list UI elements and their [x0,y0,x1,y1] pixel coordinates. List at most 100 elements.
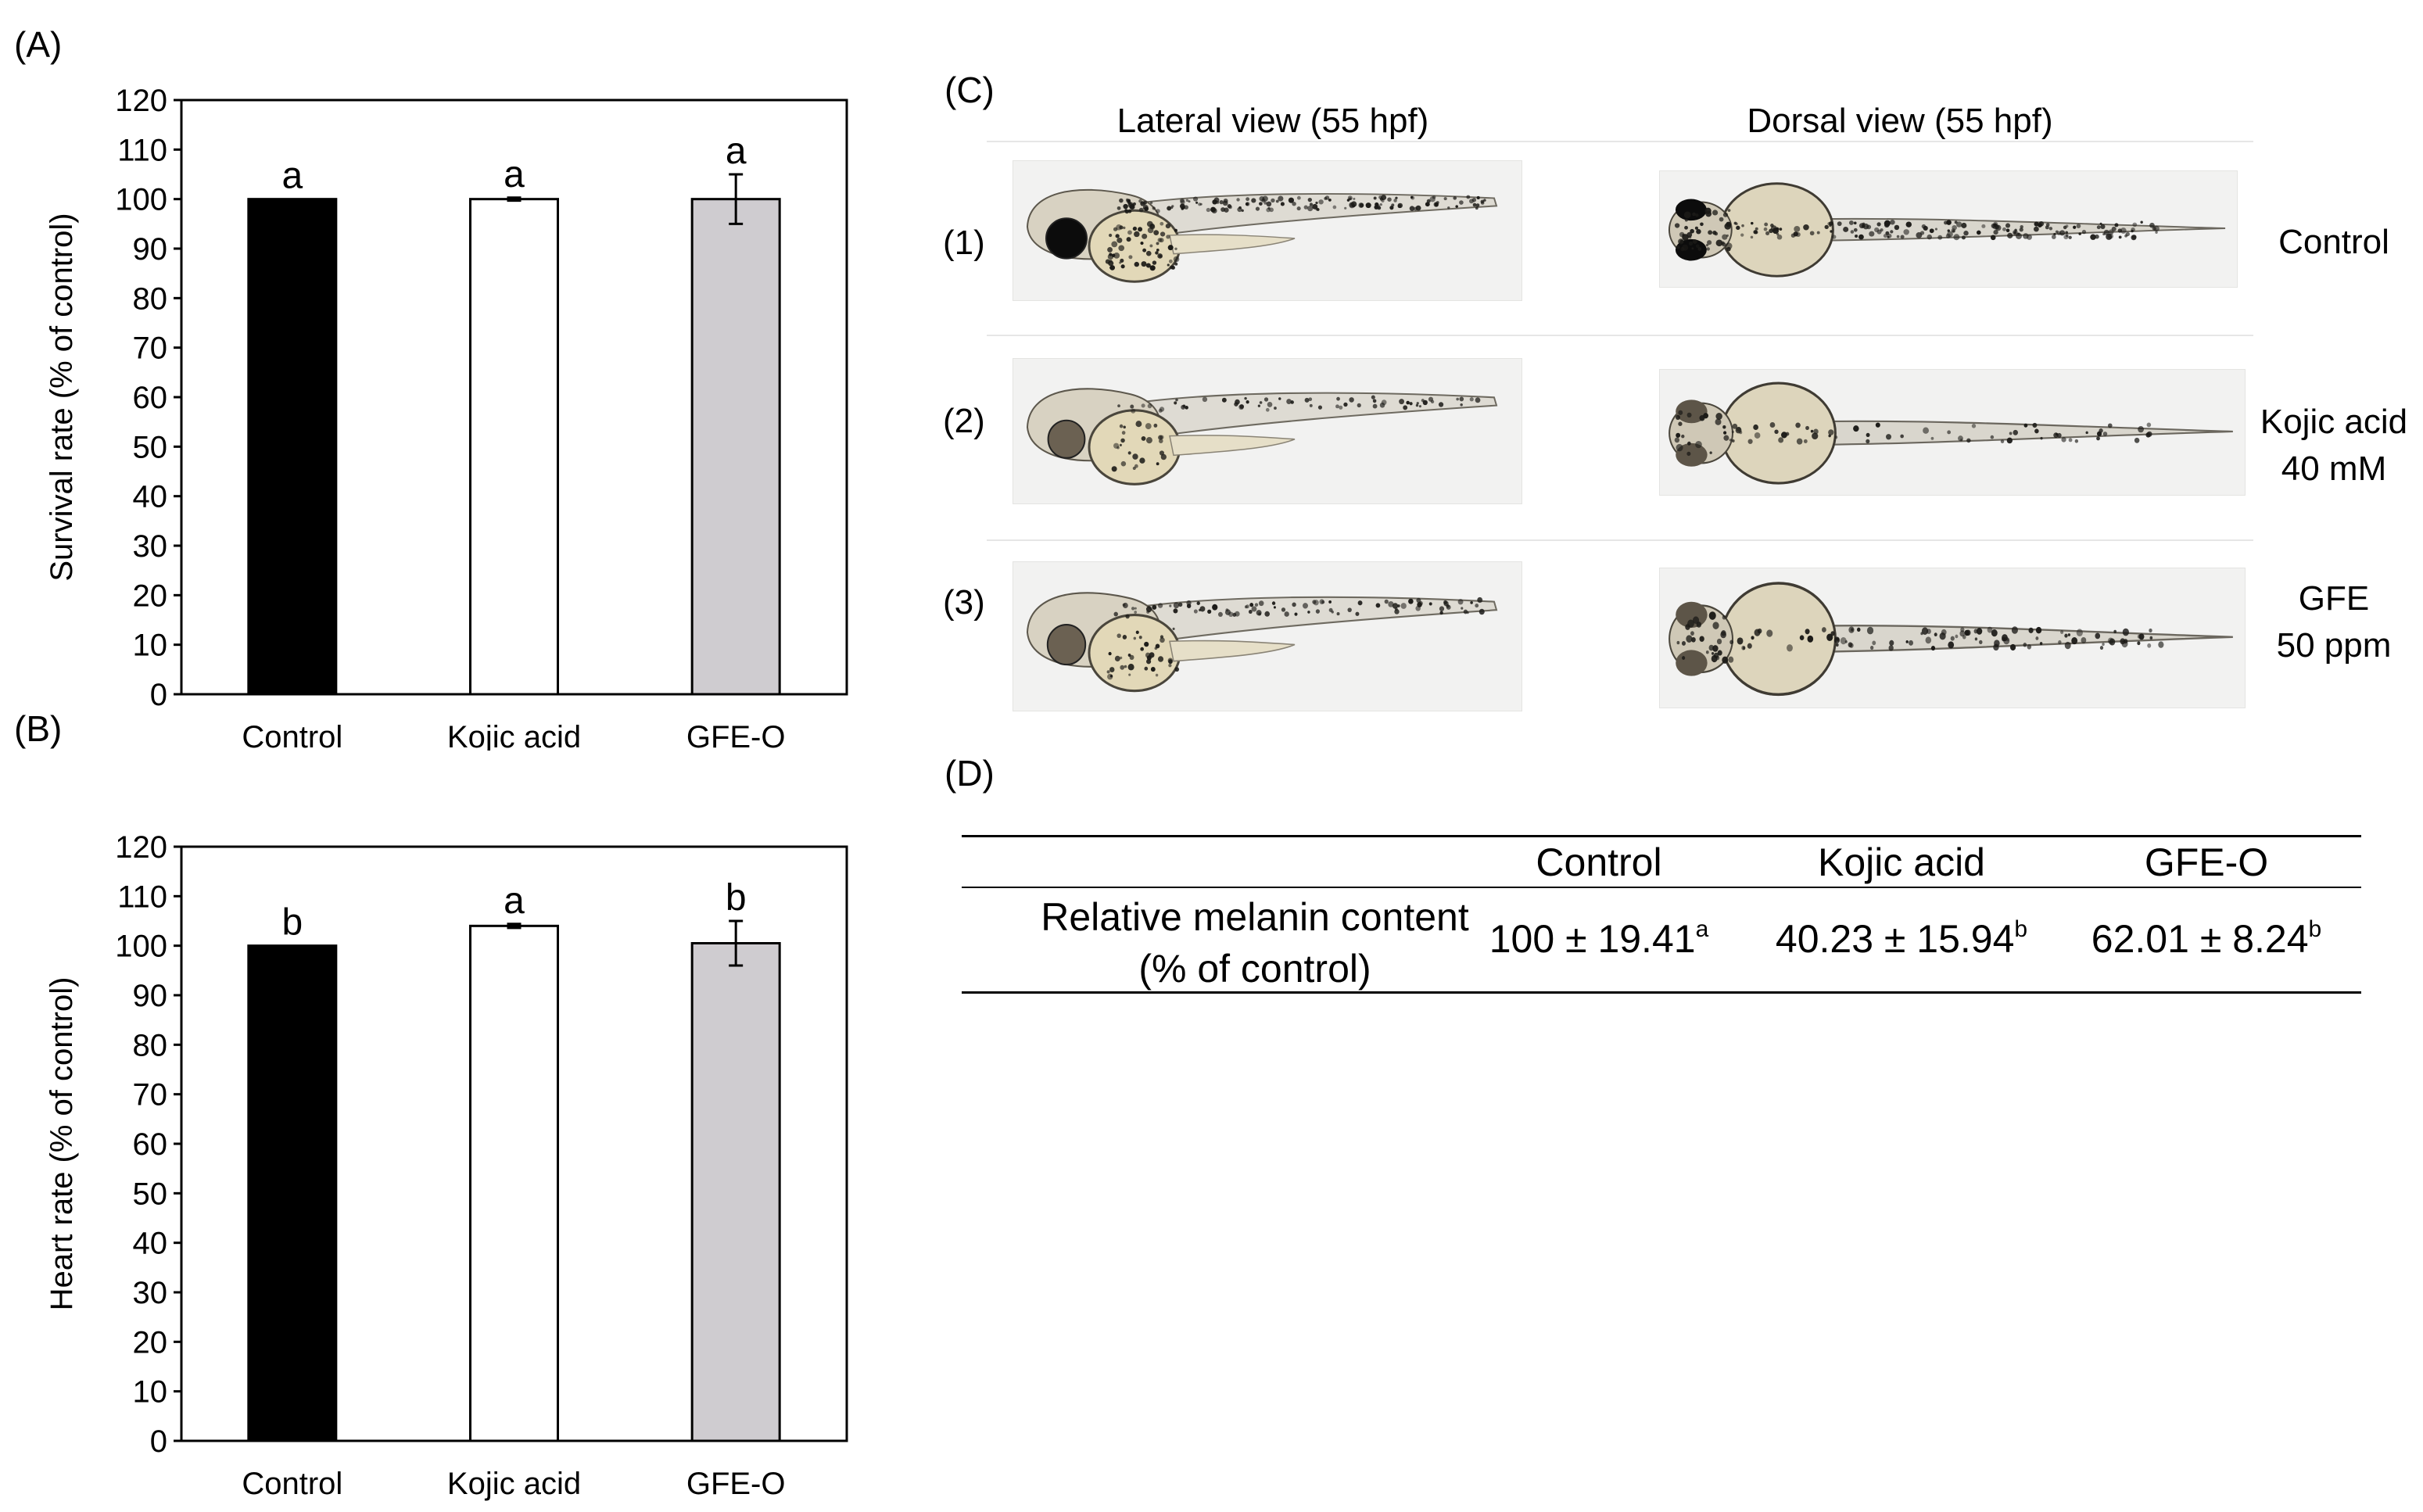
melanophore [2045,223,2050,227]
melanophore [2076,224,2081,228]
melanophore [1459,396,1464,402]
melanophore [1855,235,1858,238]
melanophore [1849,643,1854,648]
melanophore [1313,600,1319,606]
melanophore [1160,221,1164,226]
melanophore [1394,607,1398,611]
melanophore [1167,245,1174,251]
melanophore [1848,220,1854,225]
melanophore [1993,229,1998,235]
melanophore [1853,228,1858,232]
melanophore [1774,429,1779,435]
melanophore [1111,466,1117,472]
melanophore [1678,421,1683,426]
melanophore [1296,195,1301,200]
melanophore [1249,603,1254,607]
melanophore [1446,604,1451,610]
melanophore [2023,233,2029,239]
melanophore [1776,235,1783,240]
table-cell-gfe-o: 62.01 ± 8.24b [2091,916,2321,962]
melanophore [1837,221,1842,227]
melanophore [1686,451,1691,457]
melanophore [1799,635,1805,641]
lateral-image-1 [1013,160,1522,301]
melanophore [1993,643,1999,651]
melanophore [1732,423,1738,429]
melanophore [1692,238,1697,244]
melanophore [1455,205,1458,208]
melanophore [2153,225,2160,232]
melanophore [1397,604,1400,607]
melanophore [1690,228,1694,234]
x-tick-label: Kojic acid [447,720,581,751]
melanophore [1375,603,1381,608]
melanophore [1134,231,1140,238]
melanophore [1257,404,1260,407]
melanophore [1787,644,1793,652]
larva-eye [1675,238,1707,261]
melanophore [2009,432,2013,435]
melanophore [1747,439,1753,444]
melanophore [1178,602,1183,607]
melanophore [1905,221,1912,228]
melanophore [1117,206,1121,210]
melanophore [1966,629,1971,636]
melanophore [1138,207,1144,213]
melanophore [1152,260,1157,265]
melanophore [1400,603,1407,609]
melanophore [1987,626,1993,633]
melanophore [1848,626,1855,633]
melanophore [1221,397,1227,403]
melanophore [2149,628,2152,633]
lateral-view-title: Lateral view (55 hpf) [1117,102,1429,140]
melanophore [2109,638,2116,646]
melanophore [1303,205,1308,210]
melanophore [1856,627,1861,632]
row-index-3: (3) [943,583,985,622]
melanophore [1707,240,1712,245]
melanophore [1715,239,1723,247]
melanophore [2034,428,2039,434]
melanophore [2064,641,2071,650]
melanophore [1232,612,1237,617]
melanophore [1715,413,1722,420]
melanophore [1428,602,1432,606]
melanophore [1699,415,1705,421]
melanophore [1167,657,1174,664]
melanophore [1145,423,1152,430]
melanophore [1271,601,1276,605]
melanophore [1966,438,1971,443]
melanophore [1430,399,1435,404]
y-tick-label: 30 [133,529,168,564]
melanophore [1796,438,1803,445]
melanophore [1227,203,1231,209]
melanophore [1173,256,1180,263]
y-tick-label: 60 [133,381,168,415]
melanophore [1962,635,1966,640]
melanophore [1315,201,1318,205]
melanophore [1722,212,1729,217]
y-tick-label: 40 [133,1227,168,1261]
melanophore [1199,606,1206,612]
melanophore [1947,430,1952,435]
melanophore [2068,235,2072,239]
melanophore [1350,201,1357,207]
melanophore [1688,241,1694,246]
melanophore [1805,425,1809,430]
melanophore [1117,633,1121,639]
melanophore [1251,606,1257,612]
melanophore [1158,408,1163,413]
melanophore [1434,202,1439,207]
x-tick-label: Control [242,720,342,751]
melanophore [1192,196,1199,202]
melanophore [1674,437,1680,443]
melanophore [2019,228,2023,232]
melanophore [1927,629,1931,635]
x-tick-label: GFE-O [686,720,786,751]
y-tick-label: 0 [150,678,167,712]
y-tick-label: 70 [133,331,168,366]
melanophore [1141,403,1145,408]
melanophore [1335,404,1339,409]
melanophore [1475,397,1481,403]
melanophore [1168,663,1172,668]
